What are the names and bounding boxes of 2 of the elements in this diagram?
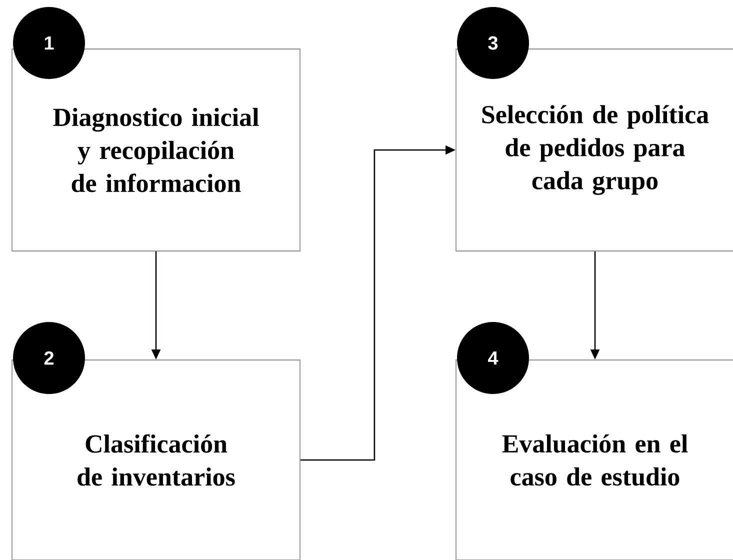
process-box: Diagnostico inicial y recopilación de informacion [12, 48, 300, 252]
process-box: Selección de política de pedidos para cada grupo [456, 48, 733, 252]
